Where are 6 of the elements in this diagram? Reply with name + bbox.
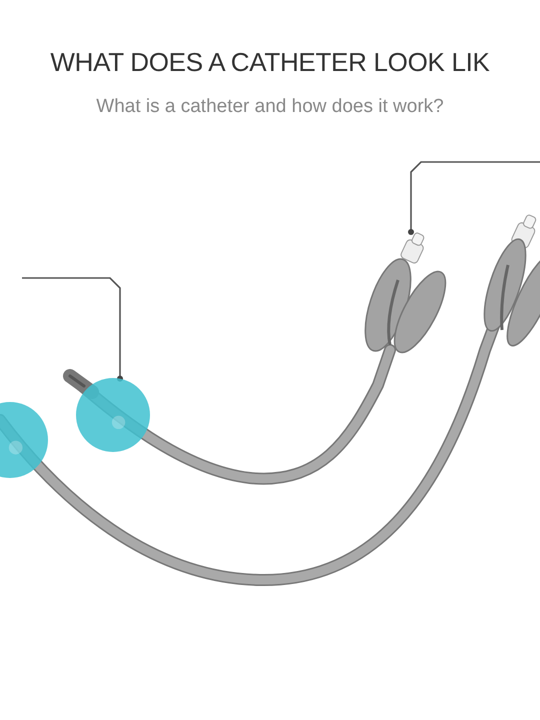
balloon — [76, 378, 150, 452]
valve-port — [400, 232, 426, 264]
leader-line — [408, 161, 540, 235]
subtitle: What is a catheter and how does it work? — [95, 96, 445, 118]
leader-line — [22, 277, 123, 382]
title: WHAT DOES A CATHETER LOOK LIK — [49, 47, 491, 78]
